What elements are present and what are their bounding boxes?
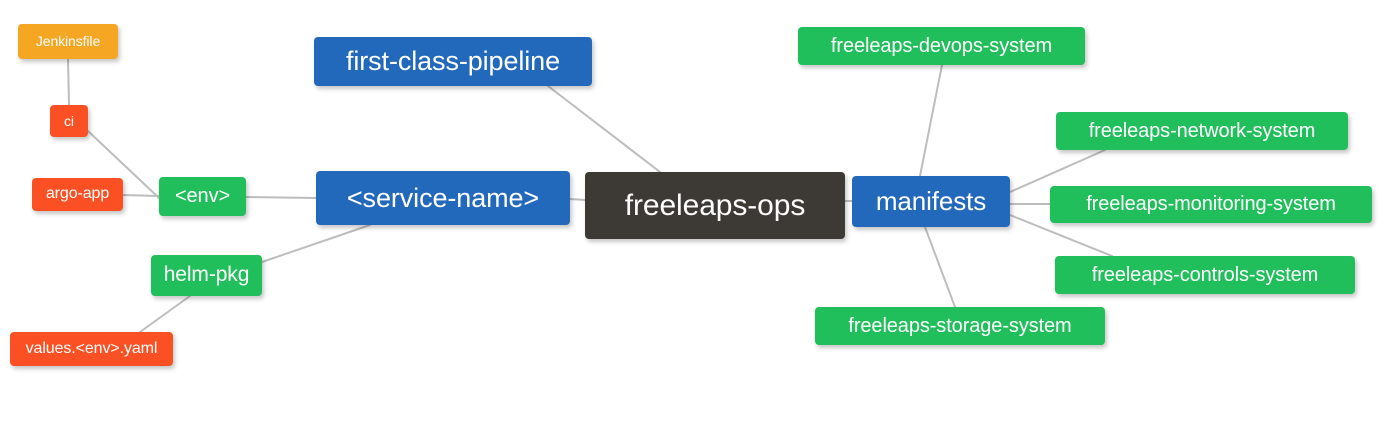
node-monitoring-system[interactable]: freeleaps-monitoring-system	[1050, 186, 1372, 223]
node-argo-app[interactable]: argo-app	[32, 178, 123, 211]
node-jenkinsfile[interactable]: Jenkinsfile	[18, 24, 118, 59]
node-storage-system[interactable]: freeleaps-storage-system	[815, 307, 1105, 345]
node-label-network-system: freeleaps-network-system	[1088, 119, 1316, 142]
node-label-devops-system: freeleaps-devops-system	[830, 34, 1053, 57]
node-label-storage-system: freeleaps-storage-system	[848, 314, 1072, 337]
node-network-system[interactable]: freeleaps-network-system	[1056, 112, 1348, 150]
node-ci[interactable]: ci	[50, 105, 88, 137]
node-label-first-class-pipeline: first-class-pipeline	[345, 46, 561, 77]
node-values-yaml[interactable]: values.<env>.yaml	[10, 332, 173, 366]
node-label-monitoring-system: freeleaps-monitoring-system	[1086, 193, 1336, 215]
node-first-class-pipeline[interactable]: first-class-pipeline	[314, 37, 592, 86]
node-label-jenkinsfile: Jenkinsfile	[35, 33, 101, 50]
node-label-argo-app: argo-app	[45, 185, 110, 203]
node-env[interactable]: <env>	[159, 177, 246, 216]
node-label-env: <env>	[174, 185, 231, 207]
node-label-freeleaps-ops: freeleaps-ops	[624, 188, 806, 222]
edge-manifests-to-devops-system	[919, 64, 943, 177]
node-manifests[interactable]: manifests	[852, 176, 1010, 227]
edge-jenkinsfile-to-ci	[67, 58, 70, 106]
node-helm-pkg[interactable]: helm-pkg	[151, 255, 262, 296]
node-label-controls-system: freeleaps-controls-system	[1091, 263, 1319, 286]
edge-service-name-to-freeleaps-ops	[569, 198, 586, 201]
node-label-service-name: <service-name>	[346, 182, 540, 213]
node-label-helm-pkg: helm-pkg	[163, 263, 250, 287]
node-label-values-yaml: values.<env>.yaml	[25, 339, 158, 357]
node-service-name[interactable]: <service-name>	[316, 171, 570, 225]
edge-env-to-service-name	[245, 196, 317, 199]
node-label-ci: ci	[64, 112, 74, 129]
node-freeleaps-ops[interactable]: freeleaps-ops	[585, 172, 845, 239]
node-controls-system[interactable]: freeleaps-controls-system	[1055, 256, 1355, 294]
node-label-manifests: manifests	[875, 185, 987, 216]
edge-manifests-to-storage-system	[924, 226, 956, 308]
edge-values-yaml-to-helm-pkg	[139, 295, 191, 333]
edge-argo-app-to-env	[122, 194, 160, 197]
edge-helm-pkg-to-service-name	[261, 224, 371, 263]
edge-first-class-pipeline-to-freeleaps-ops	[547, 85, 661, 173]
node-devops-system[interactable]: freeleaps-devops-system	[798, 27, 1085, 65]
